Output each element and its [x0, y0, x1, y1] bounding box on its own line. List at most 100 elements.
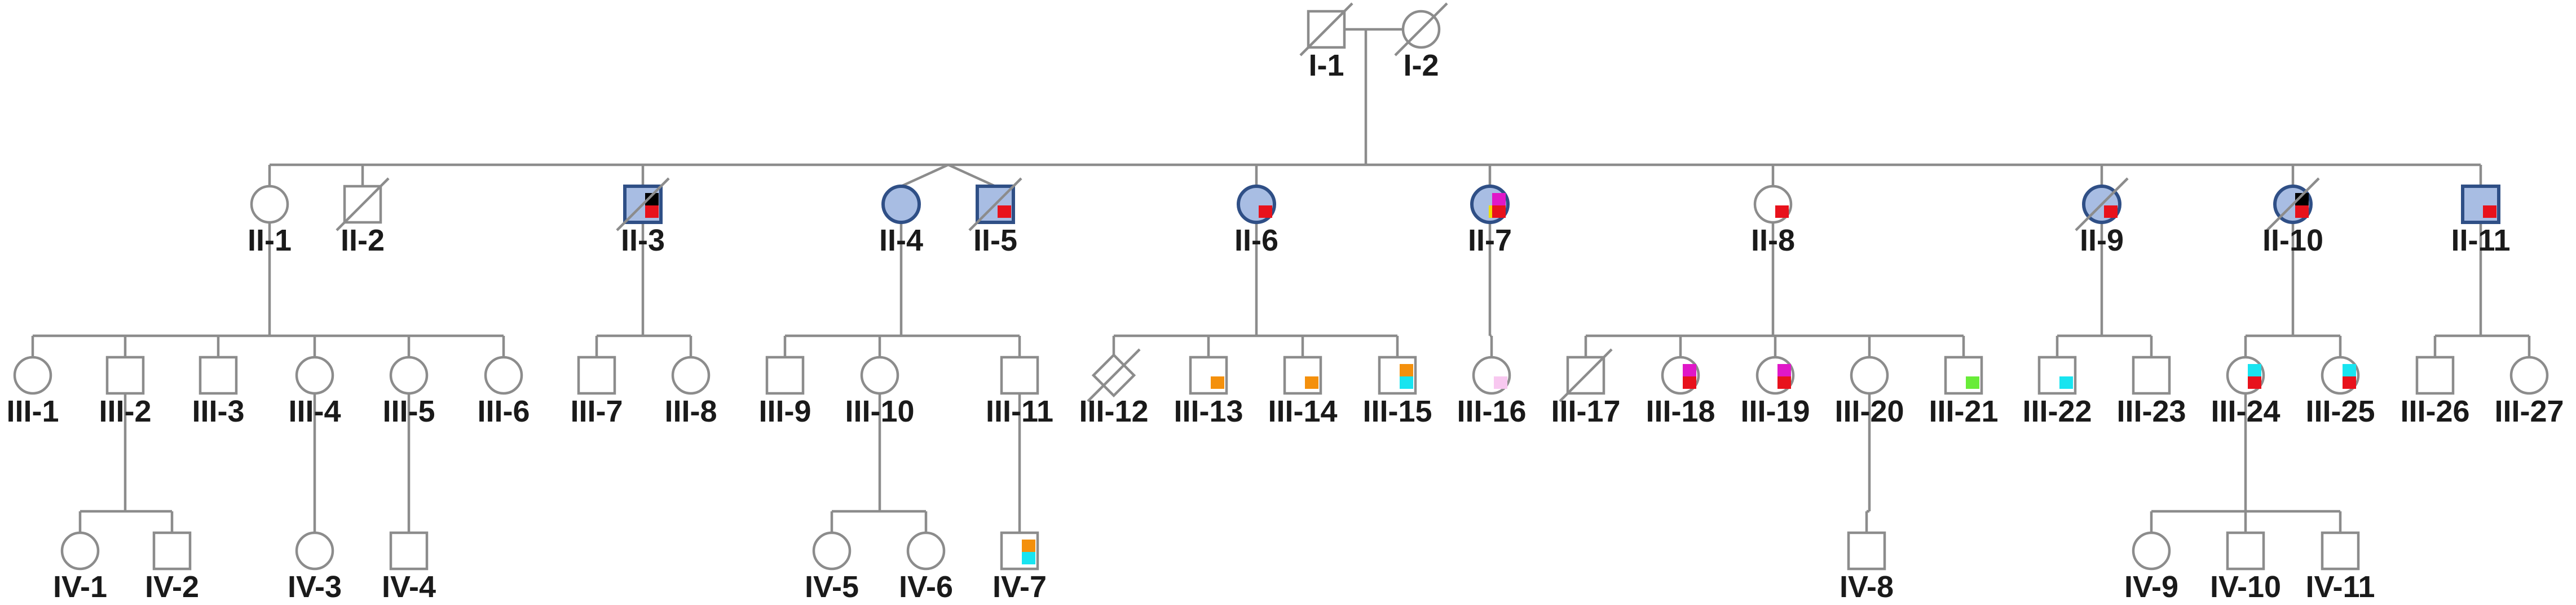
variant-mark-red	[1775, 205, 1789, 218]
individual-label: I-1	[1308, 49, 1344, 82]
twin-line	[947, 163, 996, 188]
individual-ii-11: II-11	[2451, 185, 2511, 257]
deceased-slash	[1087, 348, 1141, 402]
individual-label: III-5	[382, 394, 435, 428]
individual-label: III-26	[2400, 394, 2469, 428]
individual-label: II-3	[621, 223, 665, 257]
individual-iii-17: III-17	[1551, 348, 1621, 428]
female-circle-symbol	[13, 356, 52, 395]
variant-mark-magenta	[1492, 193, 1506, 205]
individual-label: III-16	[1457, 394, 1526, 428]
individual-iii-11: III-11	[986, 356, 1053, 428]
individual-iii-10: III-10	[845, 356, 915, 428]
individual-iii-1: III-1	[6, 356, 59, 428]
individual-label: III-1	[6, 394, 59, 428]
deceased-slash	[2075, 177, 2129, 231]
female-circle-symbol	[2509, 356, 2549, 395]
variant-mark-cyan	[2343, 364, 2356, 376]
male-square-symbol	[1283, 356, 1322, 395]
individual-label: II-1	[248, 223, 292, 257]
individual-i-2: I-2	[1394, 2, 1448, 82]
female-circle-symbol	[389, 356, 429, 395]
individual-label: IV-7	[993, 570, 1047, 604]
deceased-slash	[968, 177, 1022, 231]
variant-mark-magenta	[1777, 364, 1791, 376]
individual-label: II-8	[1751, 223, 1795, 257]
individual-ii-7: II-7	[1468, 185, 1512, 257]
individual-iii-6: III-6	[477, 356, 530, 428]
deceased-slash	[1559, 348, 1613, 402]
individual-iv-2: IV-2	[145, 531, 199, 604]
female-circle-symbol	[60, 531, 100, 571]
individual-label: III-14	[1268, 394, 1337, 428]
individual-ii-9: II-9	[2075, 177, 2129, 257]
individual-label: II-9	[2080, 223, 2124, 257]
individual-iv-9: IV-9	[2124, 531, 2178, 604]
female-circle-symbol	[1850, 356, 1889, 395]
individual-label: IV-4	[382, 570, 436, 604]
individual-iii-27: III-27	[2494, 356, 2564, 428]
female-circle-symbol	[881, 185, 921, 224]
individual-iv-6: IV-6	[899, 531, 953, 604]
variant-mark-magenta	[1683, 364, 1696, 376]
individual-i-1: I-1	[1299, 2, 1353, 82]
male-square-symbol	[2226, 531, 2265, 571]
individual-iii-7: III-7	[570, 356, 623, 428]
individual-label: III-19	[1740, 394, 1810, 428]
variant-mark-orange	[1022, 540, 1035, 552]
individual-iii-16: III-16	[1457, 356, 1527, 428]
deceased-slash	[336, 177, 390, 231]
individual-label: IV-1	[53, 570, 107, 604]
individual-label: IV-11	[2305, 570, 2375, 604]
individual-iii-24: III-24	[2211, 356, 2281, 428]
individual-iii-22: III-22	[2022, 356, 2092, 428]
variant-mark-black	[645, 193, 659, 205]
male-square-symbol	[152, 531, 192, 571]
individual-iii-8: III-8	[664, 356, 717, 428]
individual-label: III-9	[758, 394, 811, 428]
female-circle-symbol	[860, 356, 899, 395]
individual-label: II-2	[341, 223, 385, 257]
variant-mark-red	[2248, 376, 2261, 389]
individual-iii-15: III-15	[1362, 356, 1432, 428]
variant-mark-red	[1777, 376, 1791, 389]
individual-label: III-7	[570, 394, 623, 428]
individual-iii-20: III-20	[1834, 356, 1904, 428]
individual-label: IV-2	[145, 570, 199, 604]
individual-iv-4: IV-4	[382, 531, 436, 604]
individual-label: II-5	[973, 223, 1017, 257]
individual-label: III-12	[1079, 394, 1148, 428]
individual-label: II-10	[2262, 223, 2323, 257]
individual-label: III-18	[1646, 394, 1715, 428]
relationship-lines	[31, 28, 2531, 533]
individual-iii-13: III-13	[1174, 356, 1243, 428]
individual-label: III-15	[1362, 394, 1432, 428]
variant-mark-orange	[1211, 376, 1224, 389]
male-square-symbol	[577, 356, 616, 395]
individual-label: III-21	[1929, 394, 1998, 428]
deceased-slash	[1394, 2, 1448, 56]
individual-label: III-4	[288, 394, 341, 428]
individual-label: III-17	[1551, 394, 1620, 428]
variant-mark-cyan	[1022, 552, 1035, 564]
individual-iv-3: IV-3	[288, 531, 342, 604]
female-circle-symbol	[2132, 531, 2171, 571]
individual-ii-5: II-5	[968, 177, 1022, 257]
individual-label: IV-9	[2124, 570, 2178, 604]
variant-mark-red	[1683, 376, 1696, 389]
female-circle-symbol	[250, 185, 289, 224]
individual-iii-25: III-25	[2305, 356, 2375, 428]
individual-iv-1: IV-1	[53, 531, 107, 604]
female-circle-symbol	[906, 531, 946, 571]
individual-iii-4: III-4	[288, 356, 341, 428]
individual-label: IV-3	[288, 570, 342, 604]
variant-mark-red	[2343, 376, 2356, 389]
individual-label: IV-8	[1840, 570, 1894, 604]
male-square-symbol	[2132, 356, 2171, 395]
male-square-symbol	[765, 356, 805, 395]
individual-iv-11: IV-11	[2305, 531, 2375, 604]
individual-label: III-2	[99, 394, 151, 428]
individual-label: II-4	[879, 223, 923, 257]
individual-label: I-2	[1403, 49, 1439, 82]
individual-iii-23: III-23	[2116, 356, 2186, 428]
